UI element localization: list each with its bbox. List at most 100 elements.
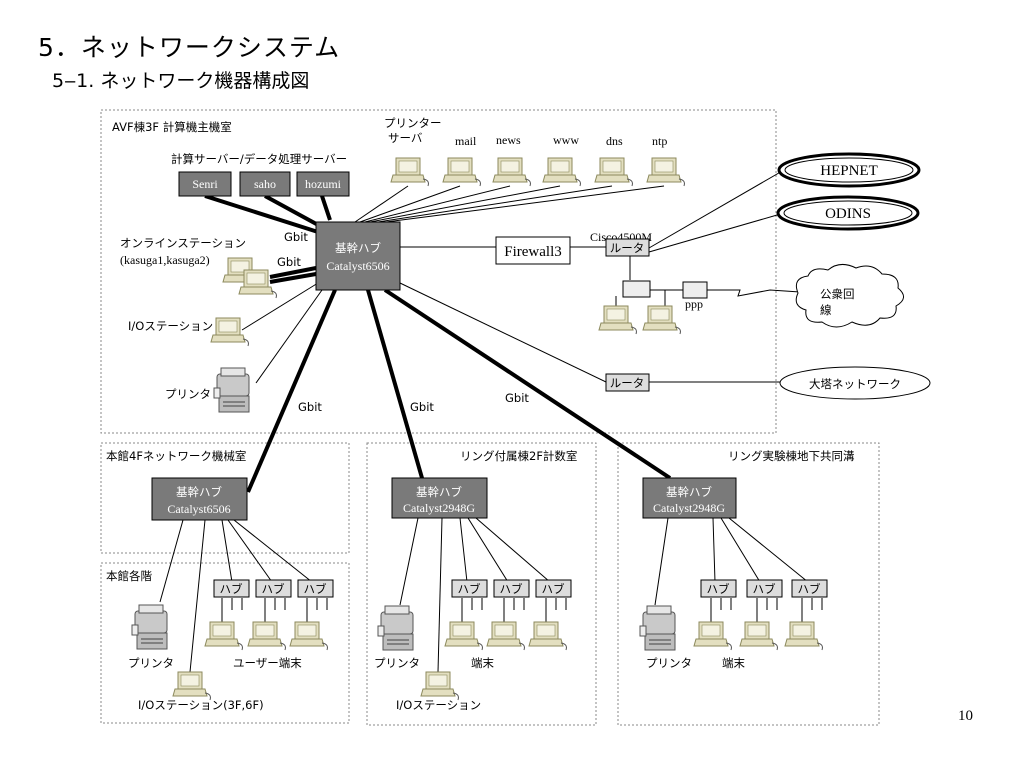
pc-io-station-ring[interactable]	[420, 671, 459, 701]
gbit-label-ring-annex: Gbit	[410, 400, 434, 414]
ring-lab-hub[interactable]: 基幹ハブ Catalyst2948G	[642, 477, 737, 519]
small-hub-label: ハブ	[753, 582, 776, 596]
ring-lab-hub-name: 基幹ハブ	[666, 485, 712, 499]
online-hosts: (kasuga1,kasuga2)	[120, 253, 210, 267]
public-line-cloud[interactable]: 公衆回 線	[795, 264, 904, 328]
pc-user-terminal[interactable]	[247, 621, 286, 651]
pc-user-terminal[interactable]	[289, 621, 328, 651]
room-honkan4f	[100, 442, 350, 554]
ring-annex-hub-model: Catalyst2948G	[403, 501, 475, 515]
pc-online-2[interactable]	[238, 269, 277, 299]
pc-ntp[interactable]	[646, 157, 685, 187]
small-hub-label: ハブ	[458, 582, 481, 596]
room-ring-annex	[366, 442, 597, 726]
odins-label: ODINS	[825, 206, 871, 222]
user-terminal-label: ユーザー端末	[233, 656, 302, 670]
pc-io-station-floors[interactable]	[172, 671, 211, 701]
hepnet-label: HEPNET	[820, 163, 878, 179]
small-hub[interactable]: ハブ	[746, 579, 783, 598]
pc-mail[interactable]	[442, 157, 481, 187]
firewall[interactable]: Firewall3	[495, 236, 571, 265]
server-saho[interactable]: saho	[239, 171, 291, 197]
printer-avf[interactable]	[213, 367, 250, 413]
pc-www[interactable]	[542, 157, 581, 187]
small-hub[interactable]: ハブ	[791, 579, 828, 598]
pc-label-ntp: ntp	[652, 134, 667, 148]
pc-terminal[interactable]	[528, 621, 567, 651]
servers-group-label: 計算サーバー/データ処理サーバー	[171, 152, 347, 166]
ring-annex-hub[interactable]: 基幹ハブ Catalyst2948G	[391, 477, 488, 519]
pc-io-station[interactable]	[210, 317, 249, 347]
core-hub-model: Catalyst6506	[326, 259, 389, 273]
pc-label-printer-server-1: プリンター	[384, 116, 442, 130]
small-hub[interactable]: ハブ	[213, 579, 250, 598]
pc-label-mail: mail	[455, 134, 477, 148]
pc-terminal[interactable]	[693, 621, 732, 651]
page-number: 10	[958, 708, 973, 724]
printer-label-ring-annex: プリンタ	[374, 656, 420, 670]
gbit-links	[204, 194, 672, 493]
pc-user-terminal[interactable]	[204, 621, 243, 651]
core-hub[interactable]: 基幹ハブ Catalyst6506	[315, 221, 401, 291]
room-label-honkan4f: 本館4Fネットワーク機械室	[106, 449, 246, 463]
printer-ring-lab[interactable]	[639, 605, 676, 651]
modem-box-1	[622, 280, 651, 298]
room-label-avf: AVF棟3F 計算機主機室	[112, 120, 232, 134]
small-hub[interactable]: ハブ	[700, 579, 737, 598]
ring-lab-hub-model: Catalyst2948G	[653, 501, 725, 515]
hepnet-node[interactable]: HEPNET	[777, 152, 921, 188]
io-station-label-ring: I/Oステーション	[396, 698, 481, 712]
firewall-label: Firewall3	[504, 244, 562, 260]
room-label-ring-annex: リング付属棟2F計数室	[460, 449, 577, 463]
pc-terminal[interactable]	[739, 621, 778, 651]
room-label-honkan-floors: 本館各階	[106, 569, 152, 583]
server-senri[interactable]: Senri	[178, 171, 232, 197]
pc-dns[interactable]	[594, 157, 633, 187]
pc-ppp-2[interactable]	[642, 305, 681, 335]
pc-terminal[interactable]	[444, 621, 483, 651]
small-hub[interactable]: ハブ	[535, 579, 572, 598]
io-station-label: I/Oステーション	[128, 319, 213, 333]
modem-box-2	[682, 281, 708, 299]
small-hub-label: ハブ	[500, 582, 523, 596]
pc-terminal[interactable]	[486, 621, 525, 651]
pc-terminal[interactable]	[784, 621, 823, 651]
server-hozumi[interactable]: hozumi	[296, 171, 350, 197]
pc-label-printer-server-2: サーバ	[388, 131, 423, 145]
pc-news[interactable]	[492, 157, 531, 187]
server-hozumi-label: hozumi	[305, 177, 342, 191]
public-line-label-1: 公衆回	[820, 287, 855, 301]
online-label: オンラインステーション	[120, 236, 246, 250]
printer-ring-annex[interactable]	[377, 605, 414, 651]
router-daito-label: ルータ	[610, 376, 645, 390]
printer-label-avf: プリンタ	[165, 387, 211, 401]
odins-node[interactable]: ODINS	[776, 195, 920, 231]
router-cisco[interactable]: ルータ	[605, 238, 650, 257]
gbit-label-servers: Gbit	[284, 230, 308, 244]
room-label-ring-lab: リング実験棟地下共同溝	[728, 449, 855, 463]
router-daito[interactable]: ルータ	[605, 373, 650, 392]
honkan-hub-name: 基幹ハブ	[176, 485, 222, 499]
small-hub[interactable]: ハブ	[255, 579, 292, 598]
printer-honkan[interactable]	[131, 604, 168, 650]
honkan-hub[interactable]: 基幹ハブ Catalyst6506	[151, 477, 248, 521]
pc-printer-server[interactable]	[390, 157, 429, 187]
daito-network-label: 大塔ネットワーク	[809, 377, 901, 391]
ppp-label: ppp	[685, 297, 703, 311]
small-hub-label: ハブ	[304, 582, 327, 596]
public-line-label-2: 線	[820, 303, 832, 317]
small-hub[interactable]: ハブ	[297, 579, 334, 598]
small-hub[interactable]: ハブ	[451, 579, 488, 598]
pc-label-dns: dns	[606, 134, 623, 148]
gbit-label-online: Gbit	[277, 255, 301, 269]
pc-ppp-1[interactable]	[598, 305, 637, 335]
terminal-label-ring-annex: 端末	[471, 656, 494, 670]
gbit-label-honkan: Gbit	[298, 400, 322, 414]
room-avf	[100, 109, 777, 434]
small-hub-label: ハブ	[262, 582, 285, 596]
room-ring-lab	[617, 442, 880, 726]
page-subtitle: 5‒1. ネットワーク機器構成図	[52, 70, 310, 92]
small-hub[interactable]: ハブ	[493, 579, 530, 598]
small-hub-label: ハブ	[798, 582, 821, 596]
daito-network-node[interactable]: 大塔ネットワーク	[779, 366, 931, 400]
